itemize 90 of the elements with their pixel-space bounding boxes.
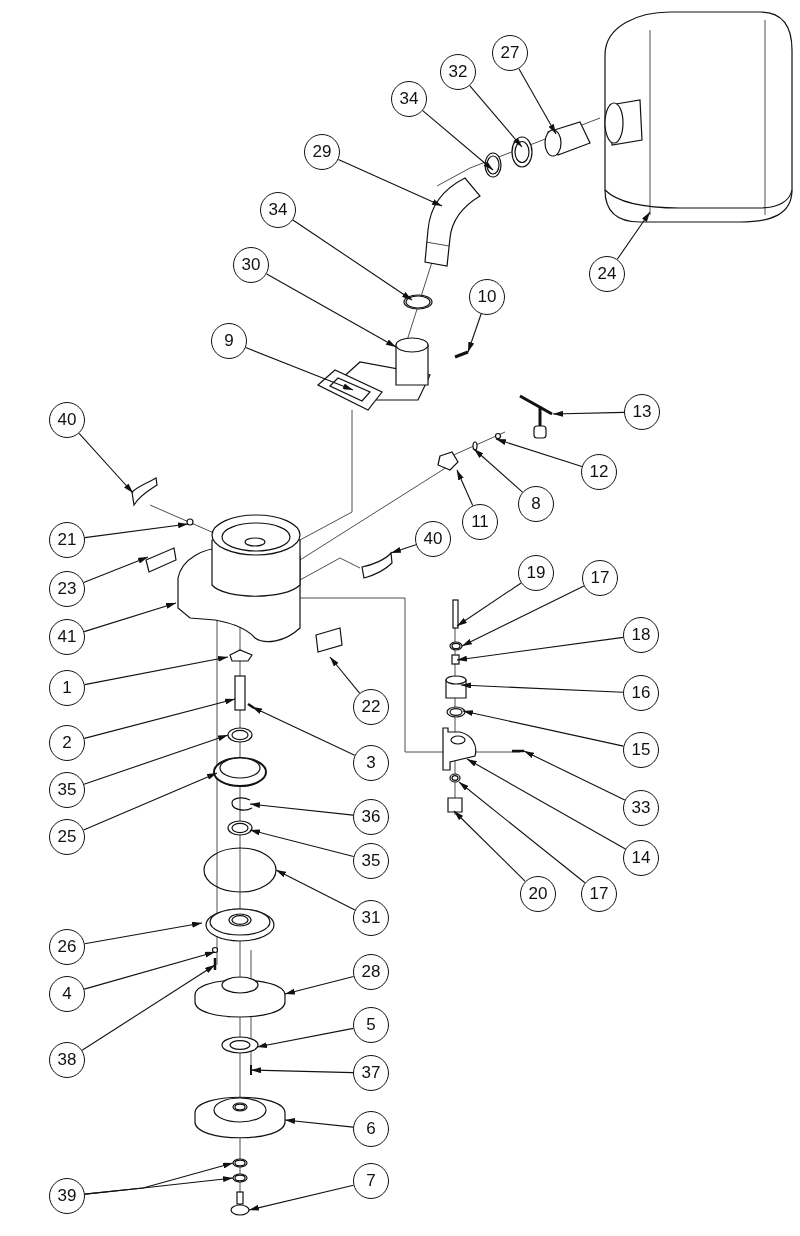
- leader-line: [467, 313, 482, 353]
- leader-line: [616, 211, 651, 260]
- leader-line: [456, 582, 522, 627]
- callout-number: 35: [49, 772, 85, 808]
- leader-line: [284, 975, 355, 995]
- callout-number: 1: [49, 670, 85, 706]
- callout-number: 36: [353, 799, 389, 835]
- callout-number: 34: [260, 192, 296, 228]
- leader-line: [84, 655, 229, 686]
- leader-line: [456, 469, 474, 507]
- callout-number: 17: [581, 876, 617, 912]
- callout-number: 19: [518, 555, 554, 591]
- leader-line: [460, 682, 624, 693]
- leader-line: [495, 438, 583, 468]
- callout-number: 6: [353, 1111, 389, 1147]
- leader-line: [473, 448, 524, 493]
- callout-number: 30: [233, 247, 269, 283]
- callout-number: 20: [520, 876, 556, 912]
- leader-line: [453, 810, 526, 882]
- callout-number: 38: [49, 1042, 85, 1078]
- leader-line: [248, 1184, 355, 1211]
- callout-number: 26: [49, 929, 85, 965]
- leader-line: [251, 706, 356, 756]
- leader-line: [83, 772, 218, 831]
- callout-number: 5: [353, 1007, 389, 1043]
- leader-line: [458, 781, 586, 884]
- callout-number: 37: [353, 1055, 389, 1091]
- leader-line: [83, 698, 236, 739]
- leader-line: [461, 585, 585, 647]
- leader-line: [84, 921, 203, 945]
- leader-line: [518, 68, 557, 135]
- leader-line: [337, 158, 443, 207]
- callout-number: 10: [469, 279, 505, 315]
- leader-line: [266, 273, 397, 348]
- callout-number: 33: [623, 790, 659, 826]
- callout-number: 35: [353, 843, 389, 879]
- leader-line: [249, 829, 355, 858]
- callout-number: 40: [415, 521, 451, 557]
- callout-number: 13: [624, 394, 660, 430]
- leader-line: [462, 710, 624, 747]
- leader-line: [84, 1176, 234, 1195]
- leader-line: [249, 802, 354, 816]
- leader-line: [245, 347, 354, 391]
- leader-line: [83, 556, 149, 583]
- leader-line: [256, 1027, 354, 1049]
- callout-number: 7: [353, 1163, 389, 1199]
- callout-number: 32: [440, 54, 476, 90]
- callout-number: 31: [353, 900, 389, 936]
- leader-line: [78, 432, 134, 494]
- callout-number: 12: [581, 454, 617, 490]
- leader-line: [466, 758, 626, 850]
- callout-number: 25: [49, 819, 85, 855]
- leader-line: [84, 522, 189, 539]
- callout-number: 40: [49, 402, 85, 438]
- callout-number: 28: [353, 954, 389, 990]
- leader-line: [523, 750, 626, 801]
- callout-number: 27: [492, 35, 528, 71]
- leader-line: [284, 1118, 354, 1128]
- callout-number: 2: [49, 725, 85, 761]
- leader-line: [552, 410, 625, 417]
- callout-number: 14: [623, 840, 659, 876]
- leader-line: [329, 656, 361, 694]
- callout-number: 4: [49, 976, 85, 1012]
- leader-line: [292, 219, 413, 301]
- leader-line: [81, 964, 216, 1051]
- callout-number: 11: [462, 504, 498, 540]
- leader-line: [422, 110, 494, 171]
- leader-line: [83, 602, 177, 633]
- leader-line: [469, 85, 523, 148]
- callout-number: 29: [304, 134, 340, 170]
- callout-number: 15: [623, 732, 659, 768]
- callout-number: 39: [49, 1178, 85, 1214]
- callout-number: 16: [623, 675, 659, 711]
- callout-number: 41: [49, 619, 85, 655]
- leader-line: [275, 869, 356, 911]
- callout-number: 17: [582, 560, 618, 596]
- callout-number: 24: [589, 256, 625, 292]
- callout-number: 34: [391, 81, 427, 117]
- callout-number: 9: [211, 323, 247, 359]
- callout-number: 21: [49, 522, 85, 558]
- leader-line: [250, 1067, 354, 1074]
- callout-number: 22: [353, 689, 389, 725]
- leader-line: [83, 734, 229, 785]
- leader-line: [456, 636, 624, 662]
- leader-line: [390, 544, 417, 554]
- leader-line: [83, 951, 216, 990]
- callout-number: 23: [49, 571, 85, 607]
- callout-number: 8: [518, 486, 554, 522]
- callout-number: 3: [353, 745, 389, 781]
- callout-number: 18: [623, 617, 659, 653]
